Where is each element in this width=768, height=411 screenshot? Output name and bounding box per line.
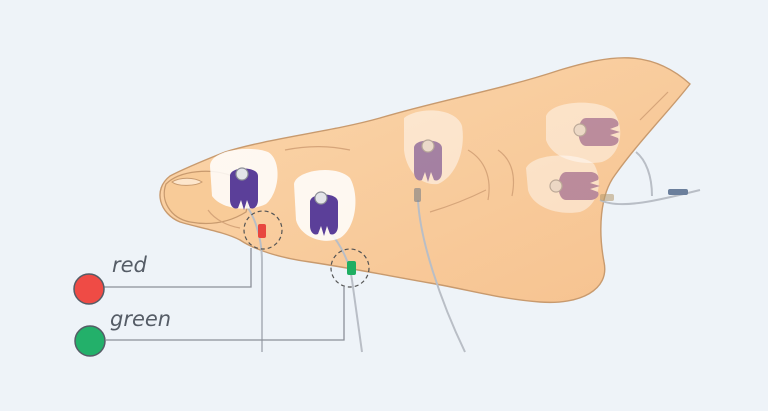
lead-connector-icon <box>330 248 370 288</box>
skin-line <box>429 189 487 213</box>
electrode-1 <box>210 148 278 210</box>
callout-line-green <box>106 286 345 341</box>
electrode-snap <box>421 139 435 153</box>
skin-line <box>497 149 515 197</box>
callout-line-red <box>104 248 252 288</box>
skin-line <box>207 209 241 229</box>
skin-line <box>639 91 669 121</box>
lead-connector-icon <box>243 210 283 250</box>
electrode-snap <box>549 179 563 193</box>
legend-dot-green <box>74 325 106 357</box>
electrode-snap <box>314 191 328 205</box>
connector-highlight-circle <box>330 248 370 288</box>
wire-ankle-loop <box>635 151 653 197</box>
skin-line <box>284 146 351 151</box>
electrode-3 <box>404 110 463 202</box>
legend-dot-red <box>73 273 105 305</box>
electrode-snap <box>573 123 587 137</box>
toenail <box>171 177 203 186</box>
lead-connector-icon <box>414 188 421 202</box>
lead-connector-icon <box>600 194 614 201</box>
electrode-snap <box>235 167 249 181</box>
wire-third-lead <box>417 199 466 353</box>
electrode-2 <box>294 170 356 241</box>
legend-label-green: green <box>110 307 172 331</box>
electrode-5 <box>526 155 614 213</box>
lead-connector-icon <box>668 189 688 195</box>
electrode-4 <box>546 102 621 164</box>
callout-lines <box>104 248 345 341</box>
legend-label-red: red <box>112 253 147 277</box>
connector-highlight-circle <box>243 210 283 250</box>
skin-line <box>467 149 490 201</box>
electrode-clip-icon <box>558 172 600 200</box>
